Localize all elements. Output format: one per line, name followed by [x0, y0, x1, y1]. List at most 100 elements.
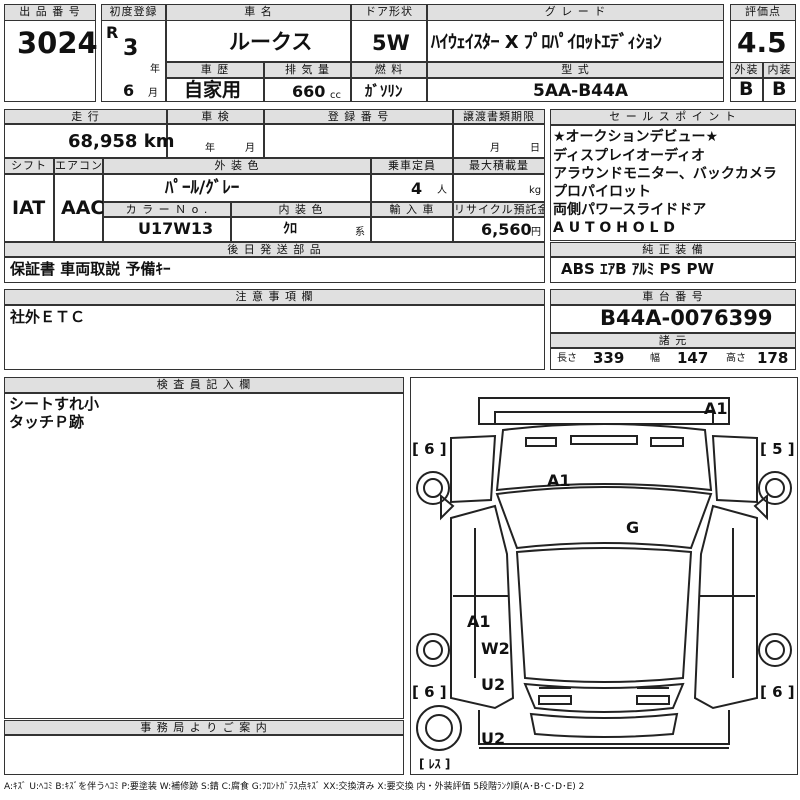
sales-label: セ ー ル ス ポ イ ン ト: [550, 109, 796, 125]
plate-label: 登 録 番 号: [264, 109, 453, 124]
ext-label: 外装: [730, 62, 763, 78]
sales-line: ★オークションデビュー★: [553, 129, 719, 145]
ext-grade: B: [739, 78, 754, 100]
transfer-day: 日: [530, 143, 540, 154]
recycle-value: 6,560: [481, 220, 532, 239]
mileage-label: 走 行: [4, 109, 167, 124]
color-cell: [103, 174, 371, 202]
recycle-cell: [453, 217, 545, 242]
era: R: [106, 23, 119, 42]
inspector-cell: [4, 393, 404, 719]
cc-cell: [264, 78, 351, 102]
len-value: 339: [593, 349, 625, 367]
damage-mark-quarter: U2: [481, 675, 506, 694]
int-label: 内装: [763, 62, 796, 78]
int-color-value: ｸﾛ: [283, 221, 297, 237]
sales-box: [550, 125, 796, 241]
damage-mark-windshield: G: [626, 518, 640, 537]
damage-mark-rear-door: A1: [467, 612, 491, 631]
sales-line: ディスプレイオーディオ: [553, 148, 706, 164]
ac-cell: [54, 174, 103, 242]
usage-label: 車 歴: [166, 62, 264, 78]
grade-label: グ レ ー ド: [427, 4, 724, 21]
month-unit: 月: [148, 88, 158, 99]
load-unit: kg: [529, 185, 542, 196]
damage-diagram: A1 A1 G A1 W2 U2 U2 [ 6 ] [ 5 ] [ 6 ] [ …: [410, 377, 798, 775]
legend: A:ｷｽﾞ U:ﾍｺﾐ B:ｷｽﾞを伴うﾍｺﾐ P:要塗装 W:補修跡 S:錆 …: [4, 782, 585, 792]
fuel-cell: [351, 78, 427, 102]
lot-number: 3024: [17, 26, 98, 60]
notes-value: 社外ＥＴＣ: [10, 308, 86, 326]
lot-label: 出 品 番 号: [4, 4, 96, 21]
sales-line: A U T O H O L D: [553, 220, 675, 236]
notes-label: 注 意 事 項 欄: [4, 289, 545, 305]
color-label: 外 装 色: [103, 158, 371, 174]
fuel-value: ｶﾞｿﾘﾝ: [365, 82, 403, 100]
model-value: 5AA-B44A: [533, 81, 628, 101]
mileage-cell: [4, 124, 167, 158]
len-label: 長さ: [557, 353, 577, 364]
color-no-cell: [103, 217, 231, 242]
inspection-cell: [167, 124, 264, 158]
equip-cell: [550, 257, 796, 283]
ac-value: AAC: [61, 197, 105, 219]
equip-value: ABS ｴｱB ｱﾙﾐ PS PW: [561, 260, 715, 278]
tire-rr: [ 6 ]: [760, 683, 795, 701]
ac-label: エアコン: [54, 158, 103, 174]
model-label: 型 式: [427, 62, 724, 78]
year-unit: 年: [150, 64, 160, 75]
tire-spare: [ ﾚｽ ]: [419, 757, 451, 771]
mileage-value: 68,958 km: [68, 131, 175, 152]
inspector-line: タッチＰ跡: [9, 413, 85, 431]
chassis-cell: [550, 305, 796, 333]
model-cell: [427, 78, 724, 102]
wid-label: 幅: [650, 353, 660, 364]
car-name: ルークス: [229, 30, 313, 54]
capacity-cell: [371, 174, 453, 202]
inspection-label: 車 検: [167, 109, 264, 124]
sales-line: アラウンドモニター、バックカメラ: [553, 166, 777, 182]
int-color-unit: 系: [355, 227, 365, 238]
dims-label: 諸 元: [550, 333, 796, 348]
door-label: ドア形状: [351, 4, 427, 21]
dims-cell: [550, 348, 796, 370]
int-grade: B: [772, 78, 787, 100]
later-cell: [4, 257, 545, 283]
score-value: 4.5: [737, 26, 787, 59]
insp-year: 年: [205, 143, 215, 154]
reg-year: 3: [123, 36, 139, 61]
shift-label: シフト: [4, 158, 54, 174]
capacity-label: 乗車定員: [371, 158, 453, 174]
later-value: 保証書 車両取説 予備ｷｰ: [10, 260, 171, 278]
sales-line: 両側パワースライドドア: [553, 202, 707, 218]
shift-value: IAT: [12, 197, 46, 219]
hei-value: 178: [757, 349, 789, 367]
first-reg-label: 初度登録: [101, 4, 166, 21]
reg-month: 6: [123, 81, 135, 100]
cc-unit: cc: [330, 90, 341, 101]
office-cell: [4, 735, 404, 775]
name-label: 車 名: [166, 4, 351, 21]
later-label: 後 日 発 送 部 品: [4, 242, 545, 257]
import-cell: [371, 217, 453, 242]
shift-cell: [4, 174, 54, 242]
fuel-label: 燃 料: [351, 62, 427, 78]
equip-label: 純 正 装 備: [550, 242, 796, 257]
color-no-value: U17W13: [138, 219, 214, 238]
ext-cell: [730, 78, 763, 102]
office-label: 事 務 局 よ り ご 案 内: [4, 720, 404, 735]
wid-value: 147: [677, 349, 709, 367]
chassis-label: 車 台 番 号: [550, 289, 796, 305]
color-no-label: カ ラ ー Ｎ o .: [103, 202, 231, 217]
tire-rl: [ 6 ]: [412, 683, 447, 701]
inspector-line: シートすれ小: [9, 395, 100, 413]
load-label: 最大積載量: [453, 158, 545, 174]
recycle-label: リサイクル預託金: [453, 202, 545, 217]
chassis-value: B44A-0076399: [600, 306, 773, 330]
cc-label: 排 気 量: [264, 62, 351, 78]
transfer-cell: [453, 124, 545, 158]
grade-value: ﾊｲｳｪｲｽﾀｰ X ﾌﾟﾛﾊﾟｲﾛｯﾄｴﾃﾞｨｼｮﾝ: [431, 32, 662, 53]
capacity-value: 4: [411, 179, 423, 198]
insp-month: 月: [245, 143, 255, 154]
inspector-label: 検 査 員 記 入 欄: [4, 377, 404, 393]
